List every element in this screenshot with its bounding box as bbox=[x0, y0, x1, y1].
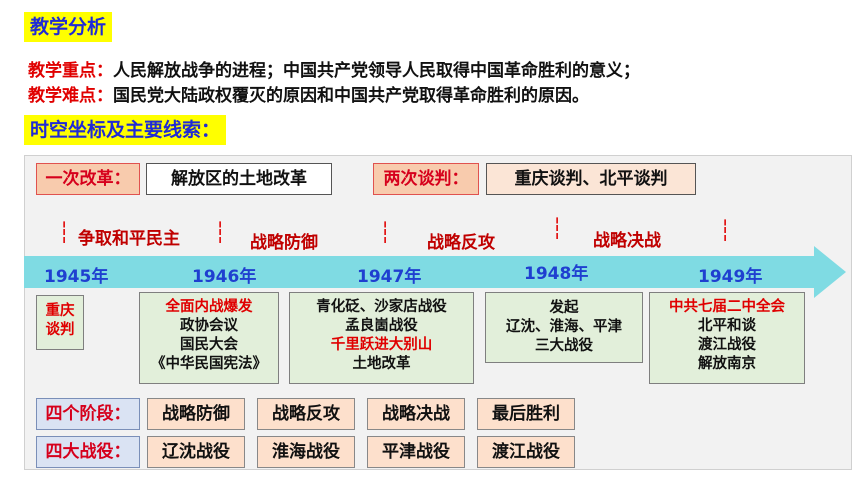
key-point-line: 教学重点：人民解放战争的进程；中国共产党领导人民取得中国革命胜利的意义； bbox=[28, 56, 640, 81]
difficult-point-text: 国民党大陆政权覆灭的原因和中国共产党取得革命胜利的原因。 bbox=[113, 86, 589, 106]
talks-label: 两次谈判： bbox=[373, 163, 479, 195]
key-point-label: 教学重点： bbox=[28, 61, 113, 81]
battle-item: 淮海战役 bbox=[257, 436, 355, 468]
section-heading: 教学分析 bbox=[24, 12, 113, 42]
event-item: 政协会议 bbox=[180, 318, 238, 334]
event-item: 谈判 bbox=[45, 322, 75, 338]
phase-label: 战略决战 bbox=[593, 231, 661, 251]
timeline-arrow bbox=[24, 246, 846, 298]
event-item: 重庆 bbox=[45, 303, 75, 319]
phase-divider: ┆ bbox=[58, 220, 71, 244]
stage-item: 战略反攻 bbox=[257, 398, 355, 430]
battle-item: 渡江战役 bbox=[477, 436, 575, 468]
event-item: 发起 bbox=[549, 300, 579, 316]
event-item: 国民大会 bbox=[180, 337, 238, 353]
talks-value: 重庆谈判、北平谈判 bbox=[486, 163, 696, 195]
battle-item: 辽沈战役 bbox=[147, 436, 245, 468]
event-item: 渡江战役 bbox=[698, 337, 756, 353]
events-1949: 中共七届二中全会 北平和谈 渡江战役 解放南京 bbox=[649, 292, 805, 384]
stage-item: 最后胜利 bbox=[477, 398, 575, 430]
events-1948: 发起 辽沈、淮海、平津 三大战役 bbox=[485, 292, 643, 363]
year-label: 1948年 bbox=[524, 264, 589, 284]
event-item: 孟良崮战役 bbox=[345, 318, 418, 334]
stage-item: 战略决战 bbox=[367, 398, 465, 430]
difficult-point-label: 教学难点： bbox=[28, 86, 113, 106]
year-label: 1945年 bbox=[44, 267, 109, 287]
phase-label: 争取和平民主 bbox=[78, 229, 180, 249]
difficult-point-line: 教学难点：国民党大陆政权覆灭的原因和中国共产党取得革命胜利的原因。 bbox=[28, 81, 589, 106]
year-label: 1946年 bbox=[192, 267, 257, 287]
event-item: 全面内战爆发 bbox=[165, 299, 253, 315]
phase-divider: ┆ bbox=[379, 220, 392, 244]
events-1946: 全面内战爆发 政协会议 国民大会 《中华民国宪法》 bbox=[139, 292, 279, 384]
event-item: 青化砭、沙家店战役 bbox=[316, 299, 447, 315]
stages-label: 四个阶段： bbox=[36, 398, 140, 430]
stage-item: 战略防御 bbox=[147, 398, 245, 430]
event-item: 辽沈、淮海、平津 bbox=[506, 319, 622, 335]
year-label: 1947年 bbox=[357, 267, 422, 287]
reform-value: 解放区的土地改革 bbox=[146, 163, 332, 195]
battle-item: 平津战役 bbox=[367, 436, 465, 468]
events-1945: 重庆 谈判 bbox=[36, 295, 84, 350]
phase-divider: ┆ bbox=[551, 216, 564, 240]
battles-label: 四大战役： bbox=[36, 436, 140, 468]
event-item: 北平和谈 bbox=[698, 318, 756, 334]
phase-divider: ┆ bbox=[214, 220, 227, 244]
event-item: 中共七届二中全会 bbox=[669, 299, 785, 315]
timeline-arrow-shape bbox=[24, 246, 846, 298]
timeline-heading: 时空坐标及主要线索： bbox=[24, 115, 227, 145]
phase-divider: ┆ bbox=[719, 218, 732, 242]
events-1947: 青化砭、沙家店战役 孟良崮战役 千里跃进大别山 土地改革 bbox=[289, 292, 474, 384]
phase-label: 战略反攻 bbox=[427, 233, 495, 253]
event-item: 解放南京 bbox=[698, 356, 756, 372]
key-point-text: 人民解放战争的进程；中国共产党领导人民取得中国革命胜利的意义； bbox=[113, 61, 640, 81]
year-label: 1949年 bbox=[698, 267, 763, 287]
event-item: 三大战役 bbox=[535, 338, 593, 354]
reform-label: 一次改革： bbox=[36, 163, 140, 195]
event-item: 千里跃进大别山 bbox=[330, 337, 433, 353]
event-item: 土地改革 bbox=[352, 356, 411, 372]
phase-label: 战略防御 bbox=[250, 233, 318, 253]
event-item: 《中华民国宪法》 bbox=[151, 356, 267, 372]
